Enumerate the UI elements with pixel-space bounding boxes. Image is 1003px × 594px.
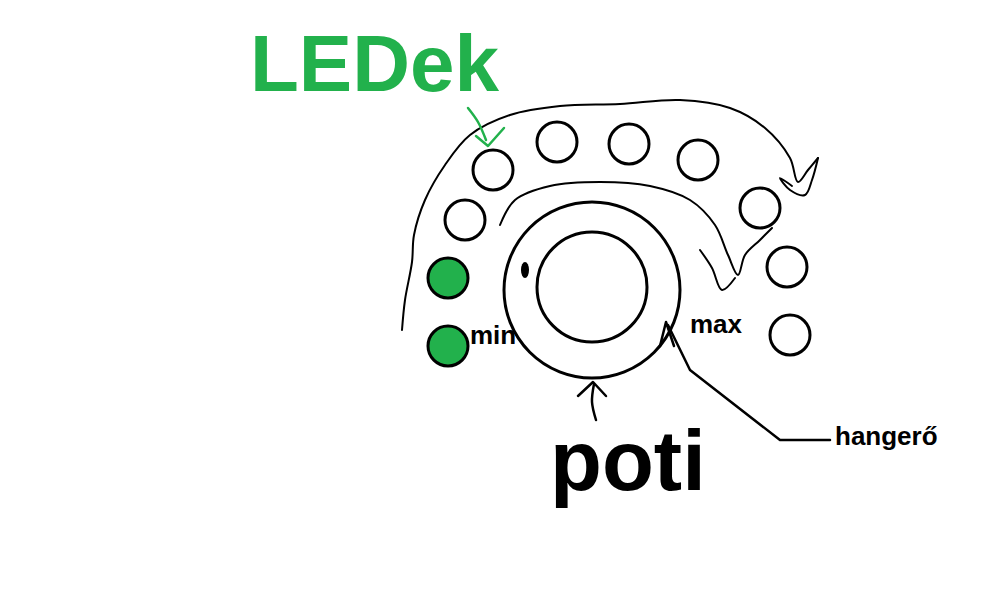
led <box>473 150 513 190</box>
min-label: min <box>470 322 516 348</box>
leader-arrow <box>592 384 596 420</box>
led <box>537 122 577 162</box>
leader-arrow <box>468 108 486 140</box>
led <box>678 140 718 180</box>
led <box>445 200 485 240</box>
outline-scribble <box>700 250 735 290</box>
pot-knob <box>537 232 647 342</box>
max-label: max <box>690 311 742 337</box>
leader-arrow <box>476 128 504 146</box>
led <box>428 258 468 298</box>
led <box>770 315 810 355</box>
leader-arrow <box>660 322 674 346</box>
outline-scribble <box>780 158 818 195</box>
led <box>428 326 468 366</box>
volume-label: hangerő <box>835 423 938 449</box>
pot-marker <box>521 262 529 278</box>
led <box>767 247 807 287</box>
pot-body <box>504 202 680 378</box>
title-label: LEDek <box>250 24 499 104</box>
leader-arrow <box>578 382 606 396</box>
led <box>740 188 780 228</box>
led <box>609 124 649 164</box>
pot-label: poti <box>550 418 706 503</box>
